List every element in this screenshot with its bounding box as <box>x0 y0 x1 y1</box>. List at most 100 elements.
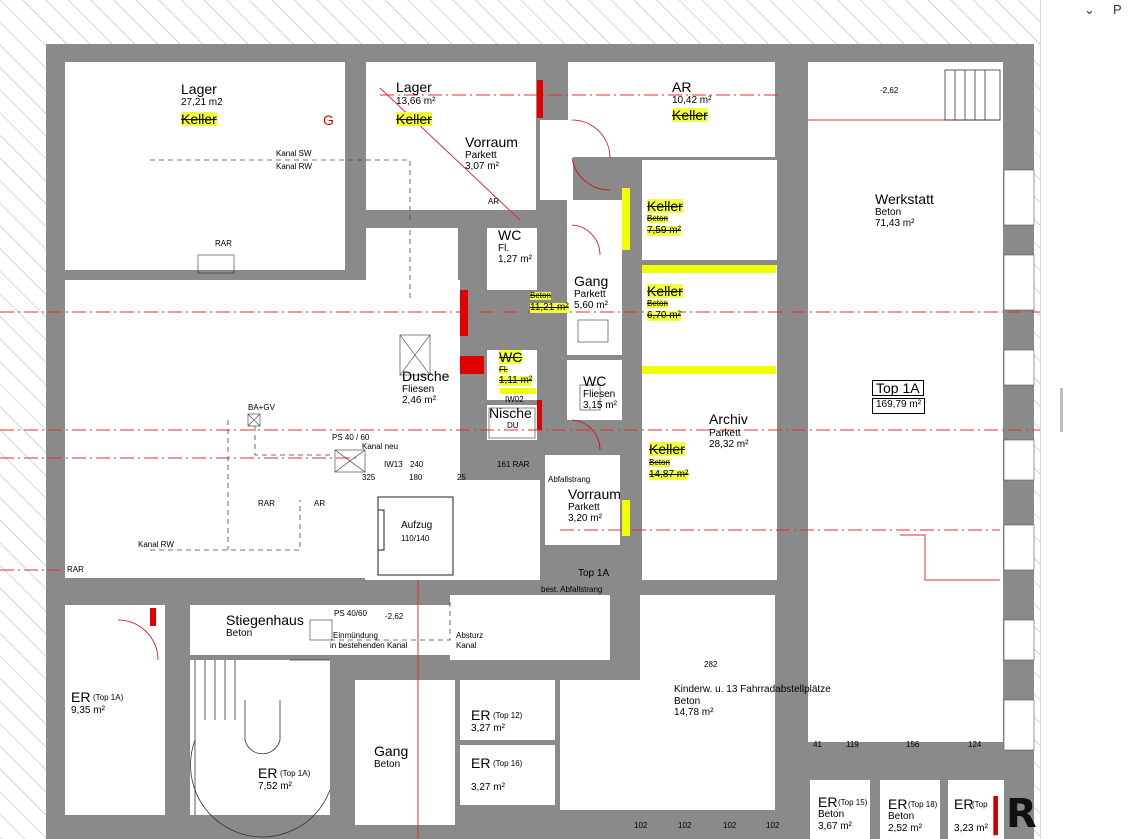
archiv-name: Archiv <box>709 411 748 427</box>
er2-tag: (Top 1A) <box>280 769 311 778</box>
nische-room <box>487 405 537 440</box>
pipe-runs <box>150 159 451 641</box>
dim-161: 161 RAR <box>497 460 530 469</box>
er-last-room <box>948 780 1004 839</box>
wc1-name: WC <box>498 227 522 243</box>
wc2-floor: Fl. <box>499 365 508 374</box>
dim-41: 41 <box>813 740 822 749</box>
ar-area: 10,42 m² <box>672 95 712 106</box>
gang1-name: Gang <box>574 273 609 289</box>
er18-area: 2,52 m² <box>888 823 922 834</box>
best-abfall-label: best. Abfallstrang <box>541 585 603 594</box>
er1-room <box>65 605 165 815</box>
er2-area: 7,52 m² <box>258 781 292 792</box>
wc3-floor: Fliesen <box>583 389 616 400</box>
riwog-logo: ∣RIWOG <box>985 794 1040 834</box>
lager2-name: Lager <box>396 79 432 95</box>
room-interiors <box>65 62 1004 839</box>
lager1-room <box>65 62 345 270</box>
scrollbar[interactable] <box>1060 388 1063 432</box>
hatch-top <box>0 0 1040 44</box>
dim-180: 180 <box>409 473 423 482</box>
er12-name: ER <box>471 707 491 723</box>
er15-room <box>810 780 870 839</box>
archiv-room <box>642 385 777 580</box>
er12-area: 3,27 m² <box>471 723 505 734</box>
lager2-area: 13,66 m² <box>396 96 436 107</box>
lager2-room <box>366 62 536 210</box>
werkstatt-floor: Beton <box>875 207 902 218</box>
er15-floor: Beton <box>818 809 845 820</box>
lager1-name: Lager <box>181 81 217 97</box>
rar-label-2: RAR <box>258 499 275 508</box>
kinderw-area: 14,78 m² <box>674 707 714 718</box>
fixtures <box>197 254 609 641</box>
kinderw-room <box>640 595 775 810</box>
er12-room <box>460 680 555 740</box>
er-last-name: ER <box>954 796 974 812</box>
top1a-name: Top 1A <box>872 380 924 396</box>
gang2-room <box>355 680 455 825</box>
ps-label-3: PS 40/60 <box>334 609 367 618</box>
vorraum1-room <box>540 120 573 200</box>
kanal-rw-label-2: Kanal RW <box>138 540 174 549</box>
logo-text: RIWOG <box>1006 791 1040 837</box>
gang1-area: 5,60 m² <box>574 300 608 311</box>
wc3-area: 3,15 m² <box>583 400 617 411</box>
er-last-area: 3,23 m² <box>954 823 988 834</box>
floor-plan: Lager 27,21 m2 Keller Lager 13,66 m² Kel… <box>0 0 1040 839</box>
vorraum2-name: Vorraum <box>568 486 621 502</box>
side-panel <box>1040 0 1136 839</box>
dim-282: 282 <box>704 660 718 669</box>
ar-use: Keller <box>672 107 708 123</box>
keller1-name: Keller <box>647 198 683 214</box>
wc3-name: WC <box>583 373 607 389</box>
aufzug-name: Aufzug <box>401 520 433 531</box>
keller1-floor: Beton <box>647 214 668 223</box>
corridor2-room <box>560 680 640 810</box>
window-bays <box>1003 169 1035 751</box>
dim-25: 25 <box>457 473 466 482</box>
keller2-area: 6,70 m² <box>647 310 681 321</box>
er1-area: 9,35 m² <box>71 705 105 716</box>
ba-gv-label: BA+GV <box>248 403 275 412</box>
wc1-area: 1,27 m² <box>498 254 532 265</box>
vorraum2-area: 3,20 m² <box>568 513 602 524</box>
gang1-floor: Parkett <box>574 289 606 300</box>
dusche-floor: Fliesen <box>402 384 435 395</box>
kanal-sw-label: Kanal SW <box>276 149 312 158</box>
stiegenhaus-floor: Beton <box>226 628 253 639</box>
nische-sub: DU <box>507 421 519 430</box>
lager2-use: Keller <box>396 111 432 127</box>
er15-tag: (Top 15) <box>838 798 868 807</box>
hall-room <box>450 595 610 660</box>
chevron-down-icon[interactable]: ⌄ <box>1084 2 1095 17</box>
gang1-beton: Beton <box>530 291 551 300</box>
nische-name: Nische <box>489 405 532 421</box>
axis-lines <box>0 94 1040 571</box>
g-mark: G <box>323 112 334 128</box>
panel-label: P <box>1113 2 1122 17</box>
werkstatt-room <box>808 62 1003 742</box>
rar-label-3: RAR <box>67 565 84 574</box>
kanal-label: Kanal <box>456 641 477 650</box>
level-mark-1: -2,62 <box>880 86 899 95</box>
keller2-name: Keller <box>647 283 683 299</box>
archiv-area: 28,32 m² <box>709 439 749 450</box>
kanal-neu-label: Kanal neu <box>362 442 399 451</box>
er18-tag: (Top 18) <box>908 800 938 809</box>
rar-label-1: RAR <box>215 239 232 248</box>
er16-area: 3,27 m² <box>471 782 505 793</box>
er16-name: ER <box>471 755 491 771</box>
stairs-room <box>190 660 330 815</box>
er1-name: ER <box>71 689 91 705</box>
hatch-right <box>1034 44 1040 839</box>
dusche-name: Dusche <box>402 368 450 384</box>
iw02-label: IW02 <box>505 395 524 404</box>
iw13-label: IW13 <box>384 460 403 469</box>
gang2-floor: Beton <box>374 759 401 770</box>
vorraum2-room <box>545 455 620 545</box>
top1a-small-label: Top 1A <box>578 568 610 579</box>
absturz-label: Absturz <box>456 631 484 640</box>
er15-area: 3,67 m² <box>818 821 852 832</box>
